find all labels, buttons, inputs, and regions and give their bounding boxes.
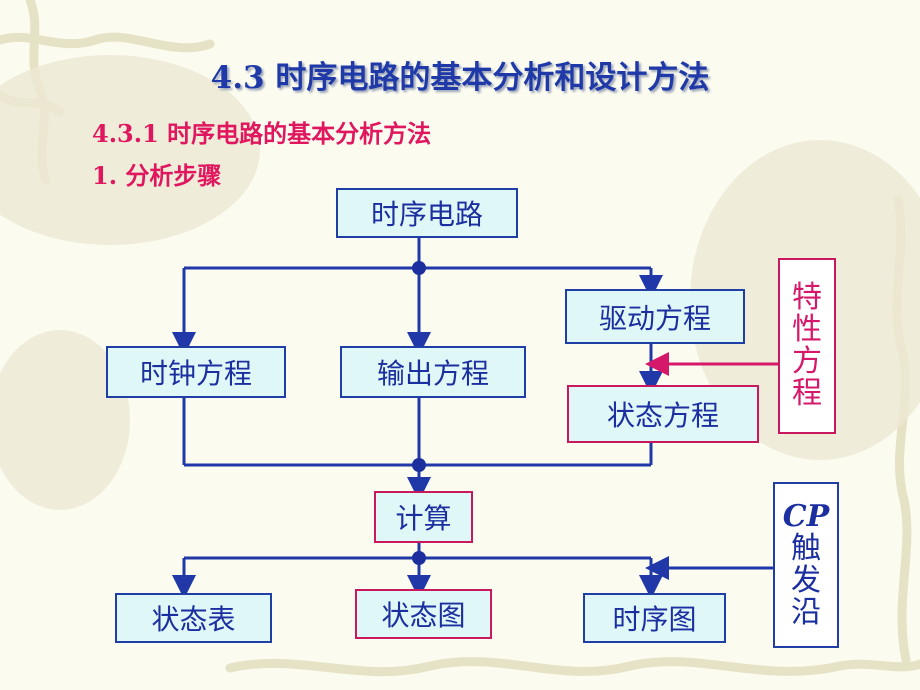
- state-table-box: 状态表: [115, 593, 272, 643]
- state-diagram-box: 状态图: [355, 589, 492, 639]
- cp-edge-char: 沿: [791, 595, 821, 630]
- cp-label: CP: [782, 499, 830, 534]
- state-equation-box: 状态方程: [567, 385, 759, 443]
- sequential-circuit-box: 时序电路: [336, 188, 518, 238]
- drive-equation-box: 驱动方程: [565, 289, 745, 344]
- clock-equation-box: 时钟方程: [106, 346, 286, 398]
- output-equation-box: 输出方程: [340, 346, 526, 398]
- char-eq-char: 程: [792, 376, 822, 411]
- page-title: 4.3 时序电路的基本分析和设计方法: [210, 60, 710, 96]
- section-subtitle: 4.3.1 时序电路的基本分析方法: [92, 119, 432, 148]
- char-eq-char: 方: [792, 344, 822, 379]
- step-heading: 1. 分析步骤: [92, 161, 222, 190]
- timing-diagram-box: 时序图: [583, 593, 726, 643]
- cp-edge-char: 触: [791, 531, 821, 566]
- cp-trigger-edge-box: CP 触 发 沿: [773, 482, 839, 648]
- compute-box: 计算: [374, 491, 473, 543]
- characteristic-equation-box: 特 性 方 程: [778, 258, 836, 434]
- char-eq-char: 特: [792, 280, 822, 315]
- char-eq-char: 性: [792, 312, 822, 347]
- cp-edge-char: 发: [791, 563, 821, 598]
